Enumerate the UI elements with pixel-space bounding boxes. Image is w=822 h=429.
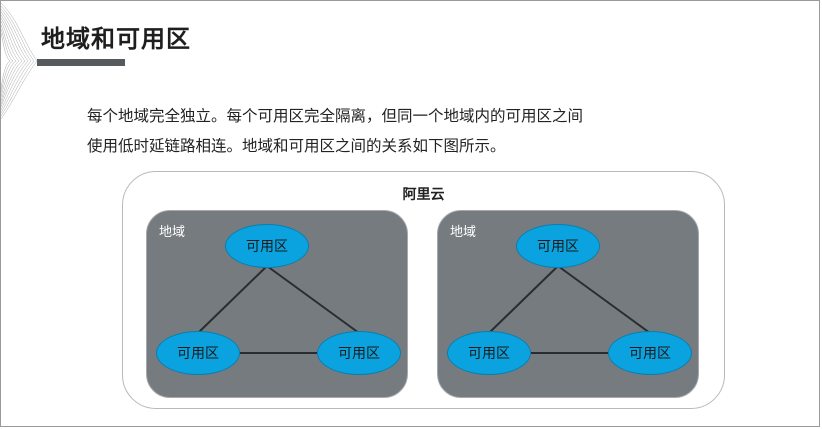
paragraph-line-1: 每个地域完全独立。每个可用区完全隔离，但同一个地域内的可用区之间 (87, 101, 687, 131)
region-box-2: 地域 可用区 可用区 可用区 (437, 210, 699, 398)
link-top-left (198, 266, 267, 333)
paragraph-line-2: 使用低时延链路相连。地域和可用区之间的关系如下图所示。 (87, 131, 687, 161)
availability-zone-right: 可用区 (608, 331, 692, 375)
link-top-left (489, 266, 558, 333)
alibaba-cloud-container: 阿里云 地域 可用区 可用区 可用区 地域 可用区 可用区 可用区 (122, 171, 725, 409)
availability-zone-right: 可用区 (317, 331, 401, 375)
availability-zone-left: 可用区 (156, 331, 240, 375)
region-label: 地域 (159, 221, 185, 240)
link-top-right (558, 266, 650, 333)
availability-zone-left: 可用区 (447, 331, 531, 375)
region-box-1: 地域 可用区 可用区 可用区 (146, 210, 408, 398)
slide-title: 地域和可用区 (41, 19, 191, 54)
description-paragraph: 每个地域完全独立。每个可用区完全隔离，但同一个地域内的可用区之间 使用低时延链路… (87, 101, 687, 161)
availability-zone-top: 可用区 (225, 224, 309, 268)
region-label: 地域 (450, 221, 476, 240)
cloud-label: 阿里云 (123, 184, 724, 204)
title-underline-bar (37, 59, 125, 66)
link-top-right (267, 266, 359, 333)
availability-zone-top: 可用区 (516, 224, 600, 268)
